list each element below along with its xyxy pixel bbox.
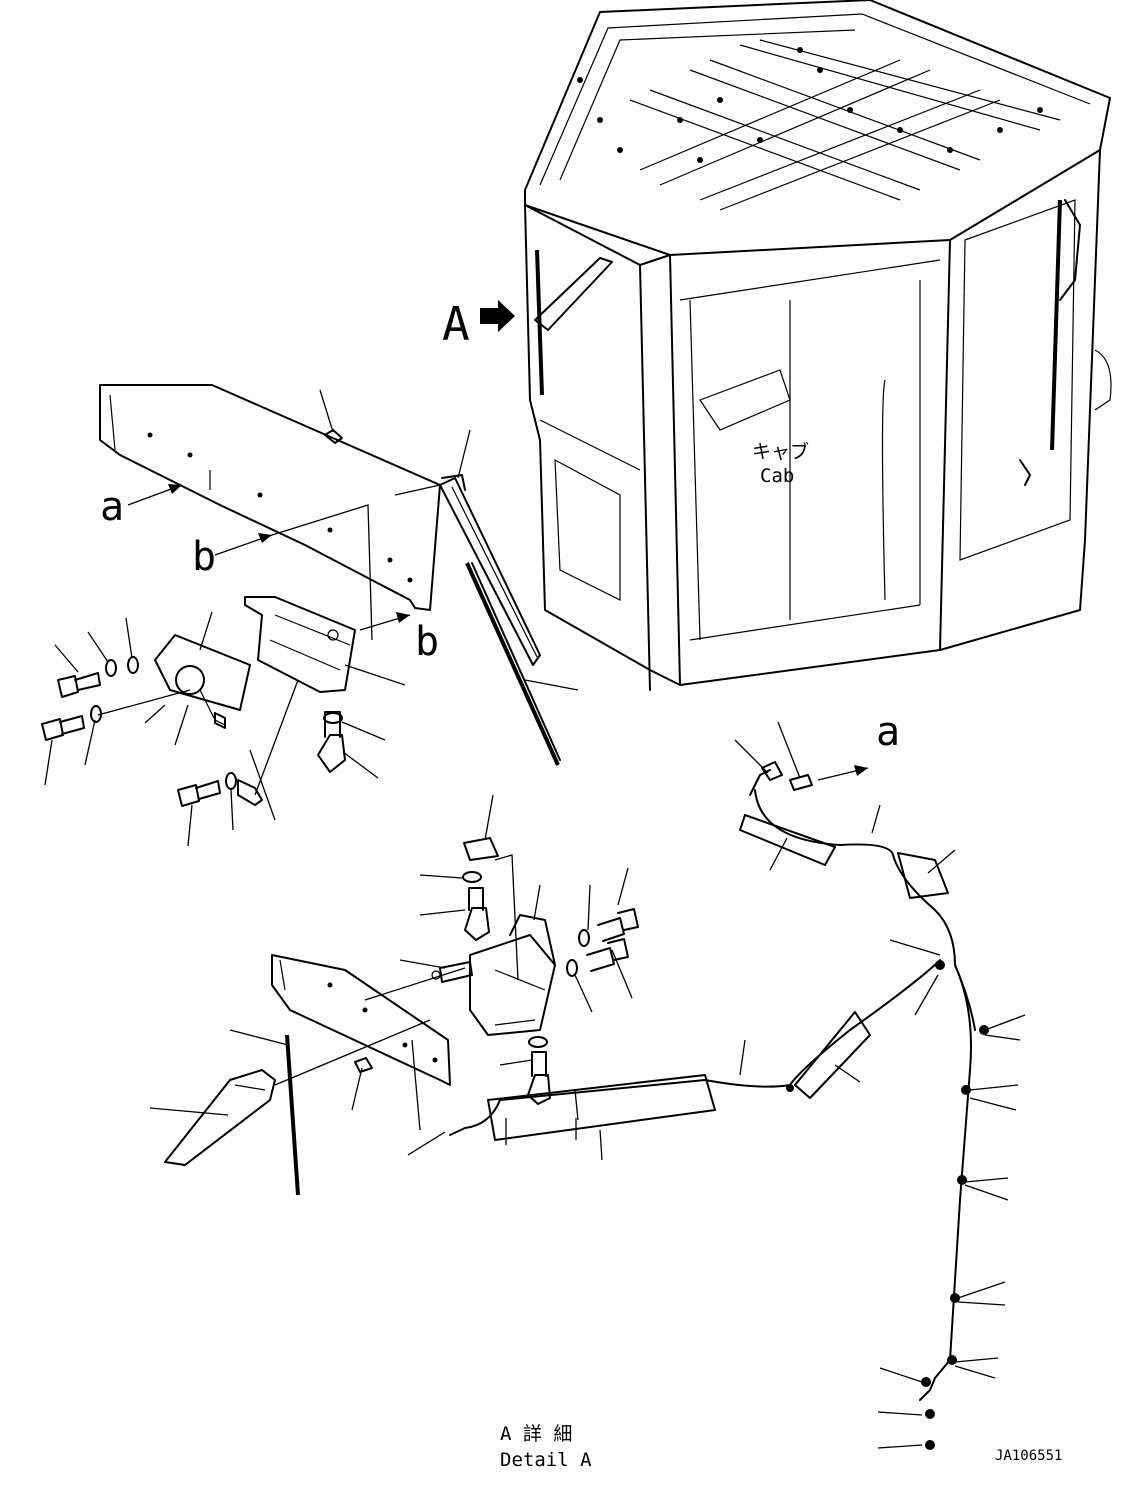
- upper-small-screw-icon: [324, 429, 343, 444]
- harness-sleeve-3: [794, 1011, 871, 1099]
- leader-line: [274, 1019, 431, 1086]
- cab-front-pillar: [639, 264, 651, 691]
- harness-connector-box: [897, 852, 949, 899]
- wiper-arm-lower: [149, 1069, 276, 1166]
- ref-letter-b: b: [192, 534, 216, 580]
- bolt-upper-2: [41, 715, 85, 741]
- cab-label-en: Cab: [760, 465, 794, 487]
- cab-upper-front-rail: [524, 204, 671, 266]
- cab-step: [554, 458, 621, 601]
- cab-frame: [524, 0, 1112, 691]
- ref-arrow-a2: a: [817, 709, 900, 781]
- bolt-upper-1: [57, 672, 101, 698]
- upper-leader-lines: [44, 611, 406, 847]
- cab-door-left: [689, 299, 701, 641]
- cab-rear-wiper-blade: [1050, 199, 1062, 451]
- ref-arrow-a: a: [100, 484, 183, 530]
- harness-plug: [789, 774, 813, 791]
- ref-arrow-b: b: [192, 533, 273, 580]
- harness-terminal: [761, 761, 783, 781]
- cab-roof-rib: [559, 29, 856, 181]
- upper-cover-plate: [99, 384, 441, 611]
- leader-line: [484, 794, 494, 841]
- wiper-motor-upper: [154, 634, 251, 729]
- ref-letter-a: a: [100, 484, 124, 530]
- leader-line: [494, 854, 519, 981]
- bolt-vertical-upper: [317, 711, 346, 773]
- wiper-motor-lower: [431, 914, 556, 1036]
- wiper-blade-upper: [465, 562, 579, 766]
- wiper-bracket-upper: [244, 596, 356, 693]
- cab-door-top: [679, 259, 941, 301]
- lower-switch-block-icon: [463, 837, 499, 861]
- lower-cover-plate: [271, 954, 451, 1086]
- drawing-number: JA106551: [995, 1448, 1062, 1464]
- ref-b-trace: [271, 504, 373, 641]
- harness-sleeve-2: [487, 1074, 716, 1141]
- ref-letter-b2: b: [415, 619, 439, 665]
- cab-grab-rail: [881, 379, 886, 601]
- cab-rear-pillar: [939, 239, 951, 651]
- leader-line: [97, 689, 191, 716]
- leader-line: [351, 1067, 363, 1111]
- leader-line: [254, 679, 299, 796]
- cab-left-pillar: [524, 204, 681, 686]
- cover-plate-outline: [99, 384, 441, 611]
- cab-handle: [1094, 349, 1112, 411]
- leader-line: [394, 484, 441, 496]
- cab-rear-wiper-arm: [1059, 199, 1081, 301]
- harness-sleeve-1: [739, 814, 836, 866]
- cab-bottom-rail: [669, 254, 1086, 686]
- cab-front-wiper-arm: [534, 257, 613, 331]
- leader-line: [364, 967, 466, 1001]
- cab-roof-panels: [629, 39, 1061, 211]
- leader-line: [319, 389, 334, 433]
- cab-right-pillar: [1084, 149, 1101, 541]
- ref-letter-a2: a: [876, 709, 900, 755]
- lower-small-screw-icon: [354, 1057, 373, 1073]
- view-marker-arrow-icon: [480, 300, 515, 332]
- wiper-wire-harness: [449, 761, 989, 1450]
- cab-mid-rail: [539, 419, 641, 471]
- motor-clip-upper: [237, 779, 263, 806]
- bolt-upper-3: [177, 780, 221, 807]
- view-marker-a: A: [442, 297, 515, 351]
- harness-leader-lines: [407, 721, 1026, 1449]
- cab-roof-bolts: [577, 47, 1043, 163]
- harness-clips: [786, 960, 989, 1450]
- detail-label-jp: A 詳 細: [500, 1423, 572, 1445]
- wiper-blade-lower: [229, 1029, 300, 1196]
- cab-console: [699, 369, 791, 431]
- cab-roof-inner-edge: [539, 13, 1091, 186]
- cab-rear-wiper-connector: [1019, 459, 1031, 486]
- wiper-arm-upper: [439, 429, 541, 666]
- lower-washers: [462, 871, 590, 1048]
- ref-b2-arrow-icon: [396, 612, 410, 623]
- cab-rear-window: [959, 199, 1076, 561]
- lower-leader-lines: [399, 867, 633, 1066]
- detail-label-en: Detail A: [500, 1449, 592, 1471]
- cab-label-jp: キャブ: [752, 440, 809, 463]
- cab-roof-outline: [524, 0, 1111, 256]
- cab-door-bottom: [689, 604, 921, 641]
- lower-bolts: [464, 887, 639, 1105]
- view-marker-letter: A: [442, 297, 470, 351]
